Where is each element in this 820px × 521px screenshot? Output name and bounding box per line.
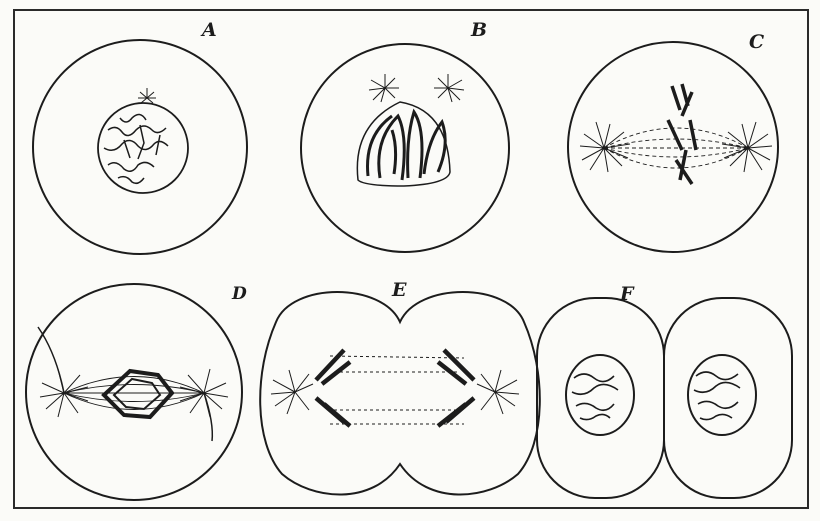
panel-label-c: C bbox=[749, 33, 764, 52]
right-aster bbox=[477, 370, 519, 414]
cell-membrane bbox=[26, 284, 242, 500]
left-aster bbox=[271, 370, 313, 414]
daughter-cell-right bbox=[664, 298, 792, 498]
chromatin-right bbox=[694, 372, 740, 420]
panel-c-cell bbox=[568, 42, 778, 252]
chromatin-network bbox=[104, 114, 168, 183]
chromosomes-left bbox=[316, 350, 350, 426]
panel-d-cell bbox=[26, 284, 242, 500]
nucleus-right bbox=[688, 355, 756, 435]
chromosomes bbox=[368, 112, 446, 180]
asters bbox=[369, 74, 464, 102]
right-aster bbox=[180, 369, 228, 441]
cell-membrane bbox=[260, 292, 540, 495]
centrosome bbox=[138, 88, 156, 103]
daughter-cell-left bbox=[537, 298, 664, 498]
panel-b-cell bbox=[301, 44, 509, 252]
panel-label-b: B bbox=[471, 21, 487, 40]
left-aster bbox=[38, 327, 88, 417]
panel-a-cell bbox=[33, 40, 247, 254]
chromosomes bbox=[668, 84, 696, 184]
spindle-fibers bbox=[64, 377, 204, 410]
chromosome-inner bbox=[114, 379, 160, 409]
nucleus-left bbox=[566, 355, 634, 435]
panel-label-f: F bbox=[620, 285, 634, 304]
chromatin-left bbox=[572, 374, 618, 420]
panel-label-a: A bbox=[202, 21, 217, 40]
panel-label-e: E bbox=[392, 281, 406, 300]
panel-e-cell bbox=[260, 292, 540, 495]
figure-frame bbox=[14, 10, 808, 508]
panel-label-d: D bbox=[232, 286, 247, 303]
panel-f-cells bbox=[537, 298, 792, 498]
chromosomes-right bbox=[438, 350, 474, 426]
